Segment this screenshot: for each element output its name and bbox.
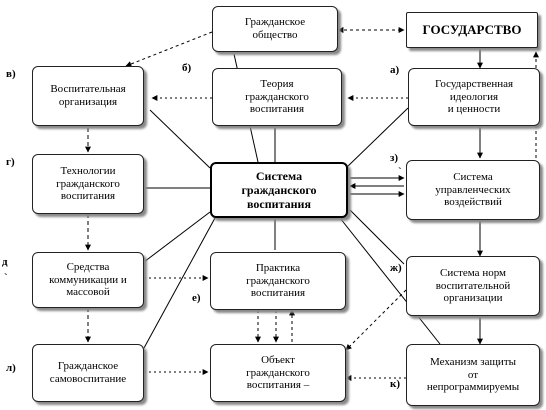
label-d: д [2, 256, 8, 268]
node-theory: Теория гражданского воспитания [212, 68, 342, 126]
node-media: Средства коммуникации и массовой [32, 252, 144, 308]
label-b: б) [182, 62, 192, 74]
node-norms: Система норм воспитательной организации [406, 256, 540, 316]
label-d-tick: ` [4, 272, 8, 284]
label-l: л) [6, 362, 16, 374]
edge-system-to-protection [339, 217, 441, 345]
edge-system-to-educational-org [149, 109, 211, 169]
node-ideology: Государственная идеология и ценности [408, 68, 540, 126]
label-e: е) [192, 292, 201, 304]
label-k: к) [390, 378, 401, 390]
label-g: г) [6, 156, 15, 168]
node-practice: Практика гражданского воспитания [210, 252, 346, 310]
edge-system-to-media [143, 211, 211, 263]
label-z-tick: ` [398, 166, 402, 178]
label-z: з) [390, 152, 399, 164]
node-technology: Технологии гражданского воспитания [32, 154, 144, 214]
node-state: ГОСУДАРСТВО [406, 12, 538, 48]
node-object: Объект гражданского воспитания – [210, 344, 346, 402]
node-self-education: Гражданское самовоспитание [32, 344, 144, 402]
node-system: Система гражданского воспитания [210, 162, 348, 218]
label-v: в) [6, 68, 16, 80]
edge-norms-to-object [345, 289, 407, 351]
node-educational-org: Воспитательная организация [32, 66, 144, 126]
edge-system-to-self-education [143, 217, 216, 349]
node-protection: Механизм защиты от непрограммируемы [406, 344, 540, 406]
label-a: а) [390, 64, 400, 76]
node-civil-society: Гражданское общество [212, 6, 338, 52]
edge-system-to-ideology [345, 107, 409, 169]
node-management: Система управленческих воздействий [406, 160, 540, 220]
label-zh: ж) [390, 262, 402, 274]
edge-system-to-norms [349, 209, 405, 265]
edge-civil-society-to-educational-org [125, 31, 213, 67]
